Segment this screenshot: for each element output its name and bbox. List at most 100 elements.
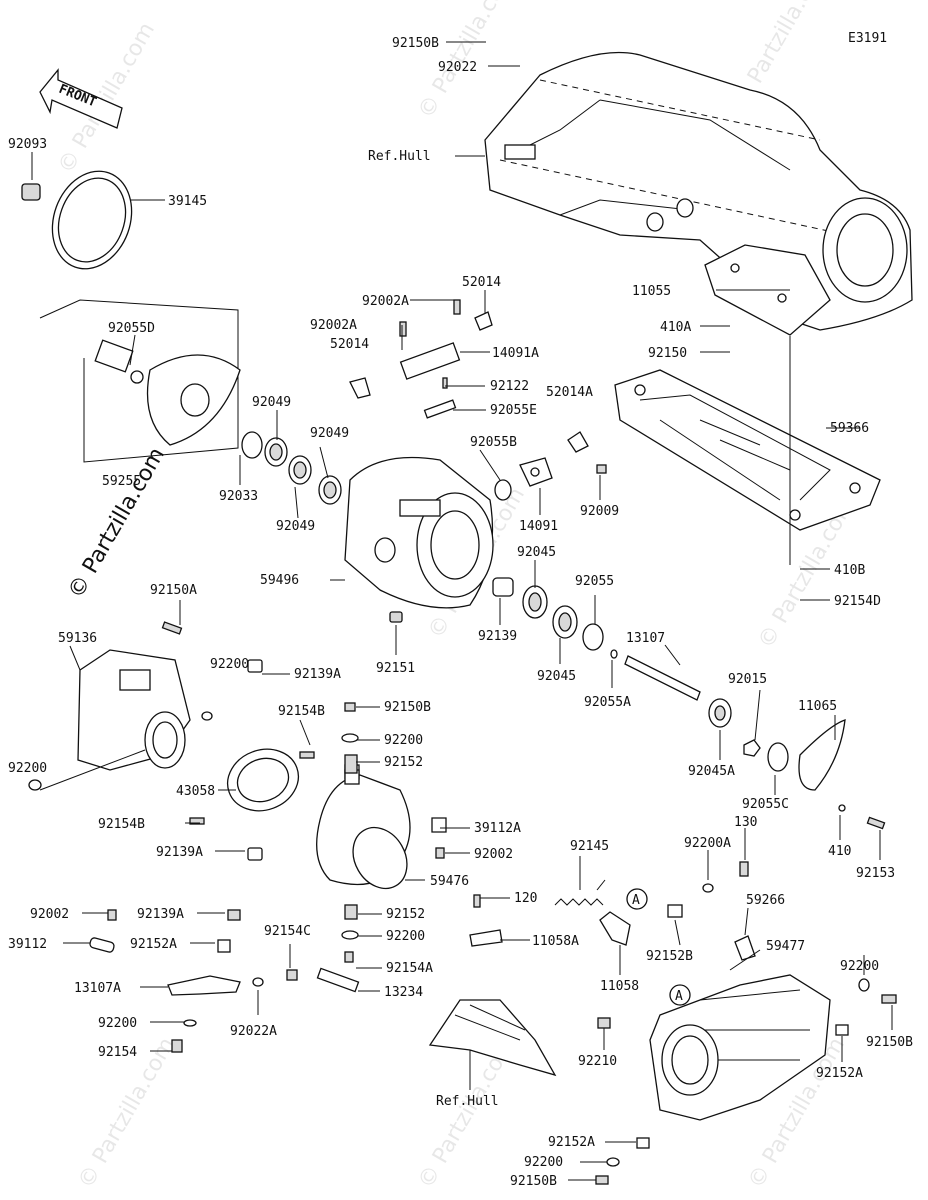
- rod-13234: [316, 951, 360, 993]
- part-label[interactable]: 92154C: [264, 924, 311, 939]
- part-label[interactable]: 13234: [384, 985, 423, 1000]
- part-label[interactable]: 13107A: [74, 981, 121, 996]
- part-label[interactable]: 92139A: [156, 845, 203, 860]
- part-label[interactable]: 410B: [834, 563, 865, 578]
- part-label[interactable]: 92045: [517, 545, 556, 560]
- part-label[interactable]: 92093: [8, 137, 47, 152]
- part-label[interactable]: 92152: [386, 907, 425, 922]
- part-label[interactable]: 410: [828, 844, 851, 859]
- part-label[interactable]: 92002: [30, 907, 69, 922]
- lever-11058: [599, 861, 756, 961]
- part-label[interactable]: 92154B: [98, 817, 145, 832]
- part-label[interactable]: 92045: [537, 669, 576, 684]
- part-label[interactable]: 92153: [856, 866, 895, 881]
- part-label[interactable]: 59476: [430, 874, 469, 889]
- part-label[interactable]: 59266: [746, 893, 785, 908]
- part-label[interactable]: 92022A: [230, 1024, 277, 1039]
- part-label[interactable]: 92150B: [866, 1035, 913, 1050]
- part-label[interactable]: 92055A: [584, 695, 631, 710]
- part-label[interactable]: 410A: [660, 320, 691, 335]
- part-label[interactable]: 39112: [8, 937, 47, 952]
- part-label[interactable]: 39145: [168, 194, 207, 209]
- part-label[interactable]: 92002A: [310, 318, 357, 333]
- bolt-92150A: [161, 621, 183, 635]
- part-label[interactable]: Ref.Hull: [436, 1094, 499, 1109]
- part-label[interactable]: 59255: [102, 474, 141, 489]
- part-label[interactable]: 92139: [478, 629, 517, 644]
- part-label[interactable]: 92200: [524, 1155, 563, 1170]
- part-label[interactable]: 92045A: [688, 764, 735, 779]
- part-label[interactable]: 92152A: [130, 937, 177, 952]
- part-label[interactable]: 92033: [219, 489, 258, 504]
- part-label[interactable]: Ref.Hull: [368, 149, 431, 164]
- part-label[interactable]: 92200: [386, 929, 425, 944]
- part-label[interactable]: 92145: [570, 839, 609, 854]
- part-label[interactable]: 120: [514, 891, 537, 906]
- part-label[interactable]: 11065: [798, 699, 837, 714]
- part-label[interactable]: 92009: [580, 504, 619, 519]
- part-label[interactable]: 92150B: [510, 1174, 557, 1189]
- part-label[interactable]: 92122: [490, 379, 529, 394]
- part-label[interactable]: 92002: [474, 847, 513, 862]
- part-label[interactable]: 92150: [648, 346, 687, 361]
- seal-rings: [241, 431, 342, 505]
- part-label[interactable]: 92002A: [362, 294, 409, 309]
- pump-housing-59496: [344, 456, 494, 609]
- part-label[interactable]: 92200: [210, 657, 249, 672]
- part-label[interactable]: 92210: [578, 1054, 617, 1069]
- part-label[interactable]: 92200: [384, 733, 423, 748]
- part-label[interactable]: 92022: [438, 60, 477, 75]
- part-label[interactable]: 11055: [632, 284, 671, 299]
- part-label[interactable]: 92150A: [150, 583, 197, 598]
- part-label[interactable]: 92200A: [684, 836, 731, 851]
- part-label[interactable]: 39112A: [474, 821, 521, 836]
- part-label[interactable]: 52014: [330, 337, 369, 352]
- part-label[interactable]: 92139A: [137, 907, 184, 922]
- watermark-main: © Partzilla.com: [64, 443, 171, 603]
- part-label[interactable]: 52014: [462, 275, 501, 290]
- part-label[interactable]: 92152A: [548, 1135, 595, 1150]
- part-label[interactable]: 92055D: [108, 321, 155, 336]
- part-label[interactable]: 130: [734, 815, 757, 830]
- part-label[interactable]: 59496: [260, 573, 299, 588]
- callout-A-2: A: [669, 984, 691, 1006]
- part-label[interactable]: 92150B: [384, 700, 431, 715]
- part-label[interactable]: 92049: [252, 395, 291, 410]
- part-label[interactable]: 59477: [766, 939, 805, 954]
- callout-A-1: A: [626, 888, 648, 910]
- part-label[interactable]: 92055: [575, 574, 614, 589]
- part-label[interactable]: 59136: [58, 631, 97, 646]
- part-label[interactable]: 92154B: [278, 704, 325, 719]
- part-label[interactable]: 92150B: [392, 36, 439, 51]
- part-label[interactable]: 92152: [384, 755, 423, 770]
- part-label[interactable]: 92055B: [470, 435, 517, 450]
- part-label[interactable]: 52014A: [546, 385, 593, 400]
- part-label[interactable]: 92154D: [834, 594, 881, 609]
- part-label[interactable]: 92152B: [646, 949, 693, 964]
- part-label[interactable]: 92200: [8, 761, 47, 776]
- impeller-box-59255: [39, 299, 241, 463]
- part-label[interactable]: 92049: [310, 426, 349, 441]
- part-label[interactable]: 92200: [840, 959, 879, 974]
- part-label[interactable]: 11058: [600, 979, 639, 994]
- part-label[interactable]: 92055C: [742, 797, 789, 812]
- part-label[interactable]: 92200: [98, 1016, 137, 1031]
- callout-a-label: A: [632, 893, 640, 908]
- part-label[interactable]: 92049: [276, 519, 315, 534]
- part-label[interactable]: 43058: [176, 784, 215, 799]
- part-label[interactable]: 92152A: [816, 1066, 863, 1081]
- part-label[interactable]: 11058A: [532, 934, 579, 949]
- part-label[interactable]: 14091: [519, 519, 558, 534]
- part-label[interactable]: 59366: [830, 421, 869, 436]
- part-label[interactable]: 92139A: [294, 667, 341, 682]
- part-label[interactable]: 92055E: [490, 403, 537, 418]
- bypass-fittings: [349, 299, 493, 419]
- part-label[interactable]: 92154A: [386, 961, 433, 976]
- part-label[interactable]: 92154: [98, 1045, 137, 1060]
- hull-ref-top: [484, 51, 913, 331]
- part-label[interactable]: 13107: [626, 631, 665, 646]
- part-label[interactable]: 92015: [728, 672, 767, 687]
- part-label[interactable]: 92151: [376, 661, 415, 676]
- part-label[interactable]: 14091A: [492, 346, 539, 361]
